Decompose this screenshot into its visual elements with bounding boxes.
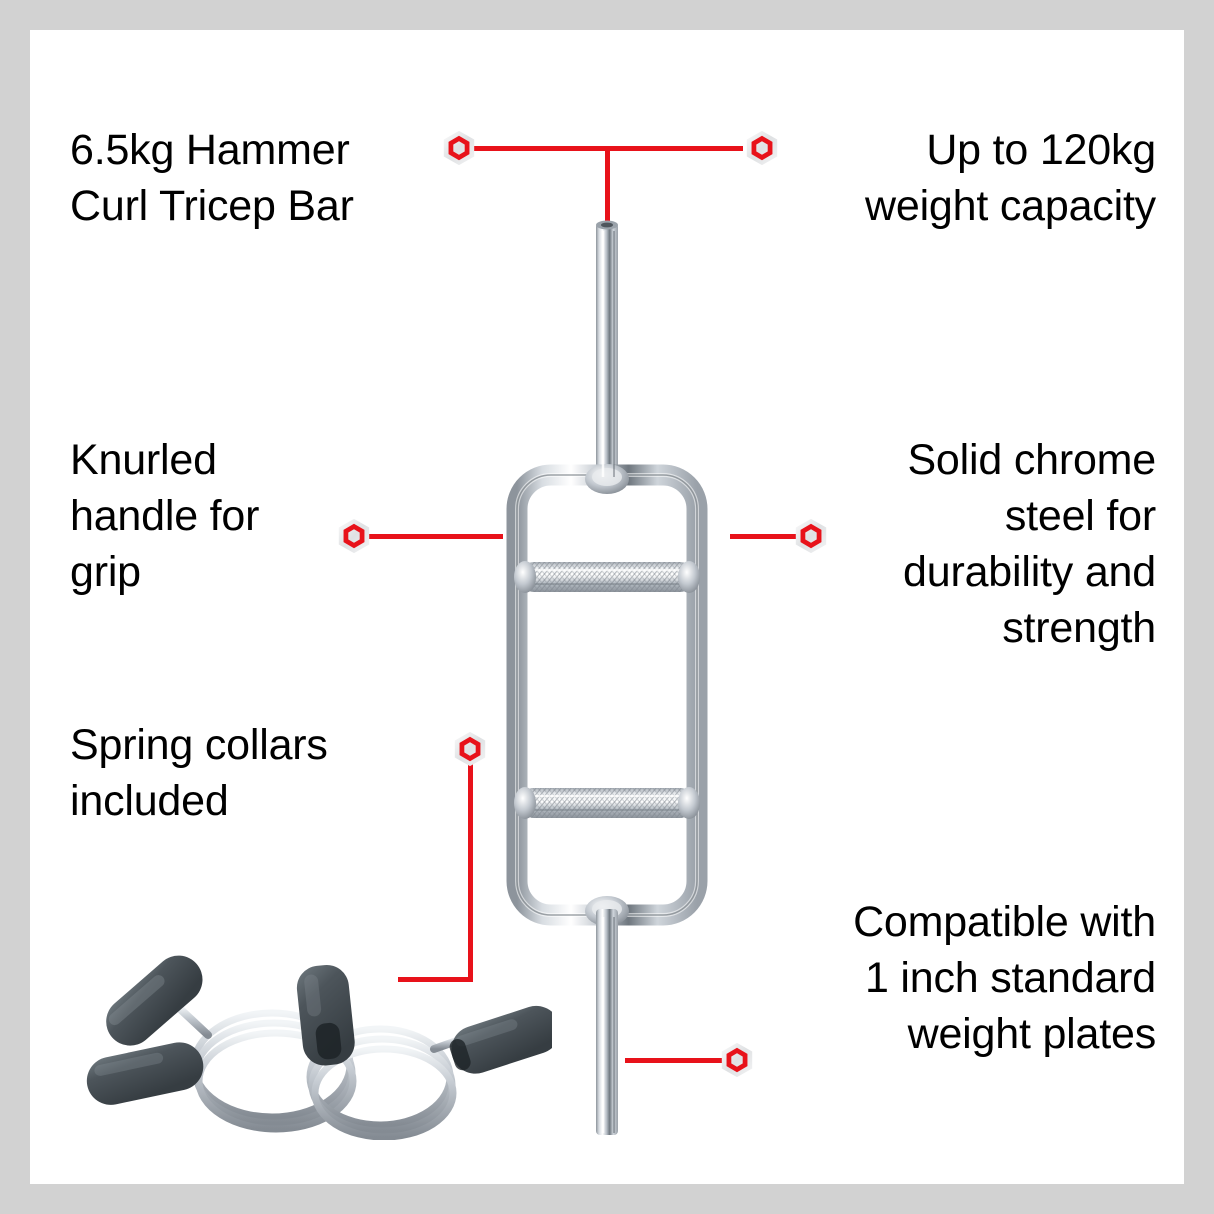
callout-label-knurled: Knurled handle for grip bbox=[70, 436, 260, 596]
hammer-curl-tricep-bar-photo bbox=[477, 205, 737, 1135]
leader-line-weight-bar bbox=[473, 146, 643, 151]
callout-label-compatible: Compatible with 1 inch standard weight p… bbox=[853, 898, 1156, 1058]
leader-line-capacity bbox=[608, 146, 743, 151]
infographic-panel: 6.5kg Hammer Curl Tricep Bar Up to 120kg… bbox=[30, 30, 1184, 1184]
callout-label-collars: Spring collars included bbox=[70, 721, 328, 825]
leader-line-top-drop bbox=[605, 146, 610, 222]
leader-line-collars-h bbox=[398, 977, 473, 982]
leader-line-knurled bbox=[368, 534, 503, 539]
spring-collars-photo bbox=[82, 925, 561, 1141]
hexagon-bullet-icon-capacity bbox=[743, 129, 781, 167]
leader-line-compatible bbox=[625, 1058, 735, 1063]
callout-label-weight-bar: 6.5kg Hammer Curl Tricep Bar bbox=[70, 126, 354, 230]
leader-line-chrome bbox=[730, 534, 815, 539]
callout-label-capacity: Up to 120kg weight capacity bbox=[865, 126, 1156, 230]
leader-line-collars-v bbox=[468, 750, 473, 982]
callout-label-chrome: Solid chrome steel for durability and st… bbox=[903, 436, 1156, 652]
